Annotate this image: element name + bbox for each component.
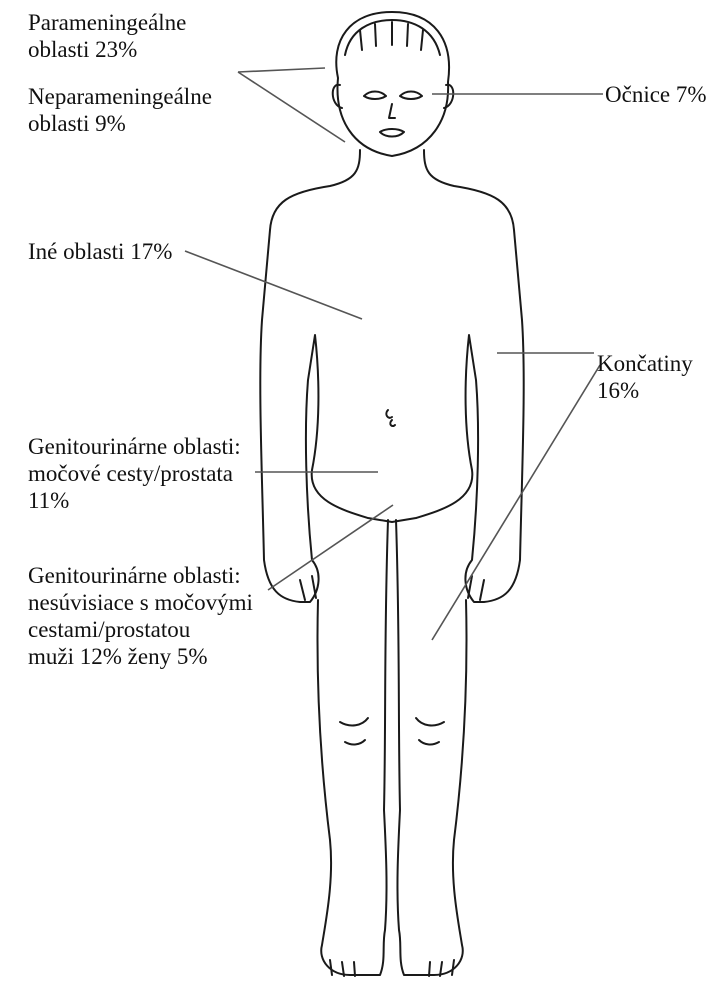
label-gu-non-bladder-line2: nesúvisiace s močovými	[28, 589, 253, 616]
leader-lines	[185, 68, 603, 640]
label-gu-non-bladder-line1: Genitourinárne oblasti:	[28, 562, 253, 589]
label-extremities-line1: Končatiny	[597, 350, 693, 377]
label-nonparameningeal: Neparameningeálne oblasti 9%	[28, 83, 212, 137]
label-gu-non-bladder-line3: cestami/prostatou	[28, 616, 253, 643]
leader-other	[185, 251, 362, 319]
left-eye	[364, 92, 386, 100]
left-knee	[340, 718, 368, 744]
leader-nonparameningeal	[238, 72, 345, 142]
label-gu-bladder-line3: 11%	[28, 487, 241, 514]
label-gu-bladder-line1: Genitourinárne oblasti:	[28, 433, 241, 460]
leader-gu-non-bladder	[268, 505, 393, 590]
right-leg-outline	[396, 520, 467, 975]
right-knee	[416, 718, 444, 744]
label-nonparameningeal-line2: oblasti 9%	[28, 110, 212, 137]
leader-parameningeal	[238, 68, 325, 72]
hair-lines	[345, 20, 440, 55]
label-gu-non-bladder-line4: muži 12% ženy 5%	[28, 643, 253, 670]
torso-outline	[260, 150, 523, 602]
label-parameningeal-line2: oblasti 23%	[28, 36, 186, 63]
mouth	[380, 129, 404, 137]
label-other-line1: Iné oblasti 17%	[28, 238, 172, 265]
navel	[386, 410, 395, 426]
label-nonparameningeal-line1: Neparameningeálne	[28, 83, 212, 110]
label-parameningeal-line1: Parameningeálne	[28, 9, 186, 36]
toes	[330, 960, 454, 976]
label-parameningeal: Parameningeálne oblasti 23%	[28, 9, 186, 63]
label-gu-non-bladder-prostate: Genitourinárne oblasti: nesúvisiace s mo…	[28, 562, 253, 670]
label-extremities-line2: 16%	[597, 377, 693, 404]
label-other-sites: Iné oblasti 17%	[28, 238, 172, 265]
right-eye	[400, 92, 422, 100]
label-gu-bladder-line2: močové cesty/prostata	[28, 460, 241, 487]
label-orbit: Očnice 7%	[605, 81, 707, 108]
label-orbit-line1: Očnice 7%	[605, 81, 707, 108]
leader-extremities-leg	[432, 365, 600, 640]
label-gu-bladder-prostate: Genitourinárne oblasti: močové cesty/pro…	[28, 433, 241, 514]
nose	[389, 104, 395, 118]
left-leg-outline	[318, 520, 389, 975]
label-extremities: Končatiny 16%	[597, 350, 693, 404]
